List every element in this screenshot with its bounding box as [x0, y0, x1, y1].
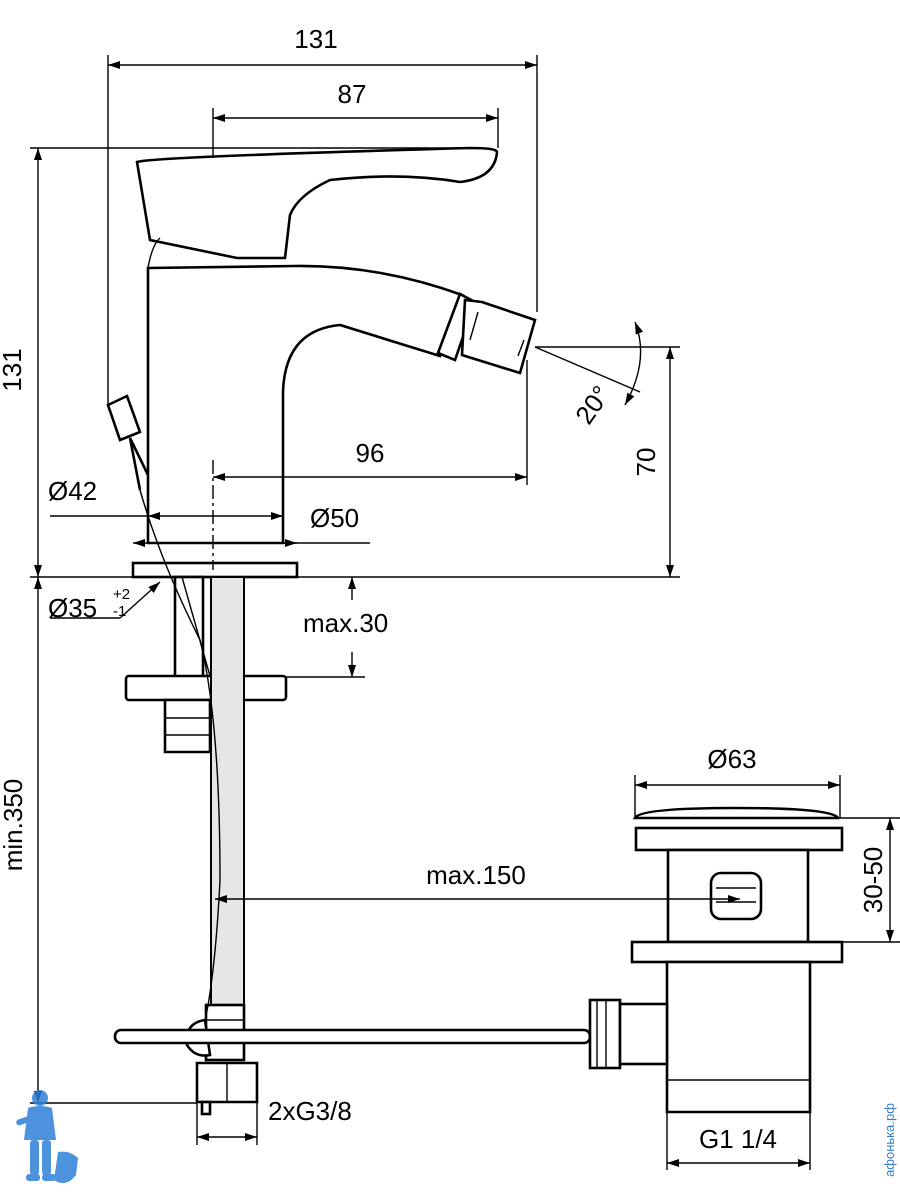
dim-hose-length: min.350 [0, 779, 28, 872]
dim-height-total: 131 [0, 348, 27, 391]
dim-hole-tol-plus: +2 [113, 586, 130, 603]
under-deck [124, 489, 288, 1116]
dim-spout-angle: 20° [569, 380, 616, 429]
dim-base-diam-50: Ø50 [310, 503, 359, 533]
dim-spout-reach: 96 [356, 438, 385, 468]
dim-hole-diam: Ø35 [48, 593, 97, 623]
dim-waste-thread: G1 1/4 [699, 1124, 777, 1154]
popup-rod [106, 394, 150, 491]
watermark-text: афонька.рф [882, 1103, 897, 1177]
dim-base-diam-42: Ø42 [48, 476, 97, 506]
plumber-mascot-icon [16, 1090, 78, 1184]
watermark-logo: афонька.рф [16, 1090, 897, 1184]
dimension-lines [30, 55, 900, 1170]
dim-waste-diam: Ø63 [707, 744, 756, 774]
dim-width-lever: 87 [338, 79, 367, 109]
dim-waste-range: 30-50 [858, 847, 888, 914]
dim-spout-height: 70 [631, 448, 661, 477]
dimension-labels: 131 87 131 20° 96 70 Ø42 Ø50 Ø35 +2 -1 m… [0, 24, 888, 1154]
dim-deck-thickness: max.30 [303, 608, 388, 638]
dim-hole-tol-minus: -1 [113, 603, 126, 620]
dim-width-total: 131 [294, 24, 337, 54]
dim-rod-length: max.150 [426, 860, 526, 890]
waste-valve [588, 806, 844, 1114]
horizontal-rod [113, 1028, 592, 1045]
dim-connection-thread: 2xG3/8 [268, 1096, 352, 1126]
